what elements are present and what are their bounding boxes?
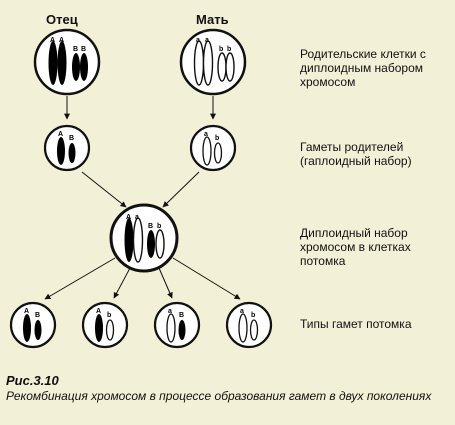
allele-label: A bbox=[50, 37, 55, 44]
offspring-cell: A a B b bbox=[109, 203, 179, 273]
chromosome-a bbox=[132, 217, 144, 263]
chromosome-A bbox=[57, 137, 65, 165]
arrow-offspring-to-gamete-ab-lower bbox=[172, 257, 241, 300]
arrow-father-gamete-to-offspring bbox=[81, 171, 127, 208]
chromosome-a1 bbox=[193, 40, 205, 86]
allele-label: a bbox=[135, 214, 139, 221]
chromosome-b bbox=[155, 229, 165, 259]
figure-number: Рис.3.10 bbox=[6, 373, 59, 388]
allele-label: B bbox=[81, 46, 86, 53]
mother-cell: a a b b bbox=[179, 28, 247, 96]
chromosome-B2 bbox=[80, 53, 88, 81]
chromosome-b bbox=[213, 142, 223, 164]
stage-label-parent-cells: Родительские клетки с диплоидным набором… bbox=[300, 47, 426, 89]
chromosome-B1 bbox=[72, 53, 80, 81]
arrows bbox=[44, 96, 241, 300]
chromosome-B bbox=[178, 320, 186, 340]
offspring-gamete-aB: a B bbox=[153, 301, 201, 349]
stage-label-offspring-cell: Диплоидный набор хромосом в клетках пото… bbox=[300, 226, 411, 268]
father-cell: A A B B bbox=[33, 28, 101, 96]
chromosome-B bbox=[68, 143, 76, 163]
offspring-gamete-ab: a b bbox=[225, 301, 273, 349]
mother-gamete: a b bbox=[189, 124, 237, 172]
allele-label: b bbox=[107, 312, 111, 319]
allele-label: A bbox=[126, 214, 131, 221]
allele-label: B bbox=[69, 135, 74, 142]
father-label: Отец bbox=[46, 12, 78, 27]
mother-label: Мать bbox=[196, 12, 229, 27]
figure-caption: Рис.3.10 Рекомбинация хромосом в процесс… bbox=[6, 373, 451, 403]
offspring-gamete-Ab: A b bbox=[81, 301, 129, 349]
father-gamete: A B bbox=[43, 124, 91, 172]
allele-label: B bbox=[35, 312, 40, 319]
chromosome-a bbox=[238, 313, 248, 343]
chromosome-A bbox=[95, 314, 103, 342]
caption-text: Рекомбинация хромосом в процессе образов… bbox=[6, 389, 432, 403]
chromosome-b2 bbox=[225, 52, 235, 82]
chromosome-a bbox=[202, 136, 212, 166]
allele-label: b bbox=[157, 223, 161, 230]
chromosome-A2 bbox=[57, 41, 67, 85]
chromosome-b bbox=[105, 319, 115, 341]
allele-label: a bbox=[205, 37, 209, 44]
allele-label: a bbox=[240, 308, 244, 315]
arrow-offspring-to-gamete-ab-upper bbox=[44, 257, 116, 300]
chromosome-b bbox=[249, 319, 259, 341]
arrow-offspring-to-gamete-a-B bbox=[158, 267, 173, 299]
arrow-offspring-to-gamete-a-b bbox=[113, 267, 131, 299]
chromosome-a bbox=[166, 313, 176, 343]
allele-label: b bbox=[227, 46, 231, 53]
allele-label: b bbox=[219, 46, 223, 53]
arrow-mother-gamete-to-offspring bbox=[162, 171, 200, 208]
allele-label: B bbox=[73, 46, 78, 53]
allele-label: A bbox=[96, 308, 101, 315]
allele-label: a bbox=[168, 308, 172, 315]
allele-label: a bbox=[196, 37, 200, 44]
chromosome-B bbox=[34, 320, 42, 340]
stage-label-offspring-gametes: Типы гамет потомка bbox=[300, 317, 412, 331]
allele-label: A bbox=[58, 131, 63, 138]
allele-label: B bbox=[179, 312, 184, 319]
allele-label: A bbox=[24, 308, 29, 315]
allele-label: b bbox=[215, 135, 219, 142]
allele-label: A bbox=[59, 37, 64, 44]
allele-label: a bbox=[204, 131, 208, 138]
chromosome-B bbox=[147, 230, 155, 258]
chromosome-A1 bbox=[48, 41, 58, 85]
chromosome-a2 bbox=[202, 40, 214, 86]
chromosome-A bbox=[124, 218, 134, 262]
chromosome-A bbox=[23, 314, 31, 342]
chromosome-b1 bbox=[217, 52, 227, 82]
allele-label: B bbox=[148, 223, 153, 230]
allele-label: b bbox=[251, 312, 255, 319]
offspring-gamete-AB: A B bbox=[9, 301, 57, 349]
stage-label-parent-gametes: Гаметы родителей (гаплоидный набор) bbox=[300, 140, 412, 168]
